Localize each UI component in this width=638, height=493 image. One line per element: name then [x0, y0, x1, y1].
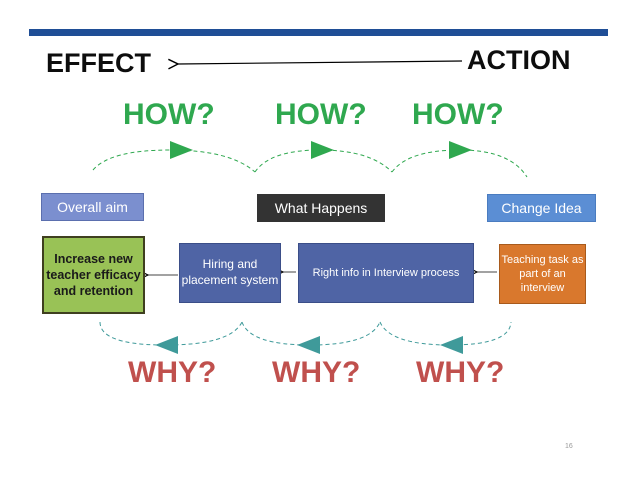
why-label-1: WHY?: [128, 356, 217, 389]
teaching-task-box: Teaching task as part of an interview: [499, 244, 586, 304]
effect-label: EFFECT: [46, 48, 151, 78]
how-label-2: HOW?: [275, 98, 367, 131]
tag-what-happens: What Happens: [257, 194, 385, 222]
why-arrowhead-2: [297, 336, 320, 354]
how-arcs: [92, 149, 528, 178]
top-accent-bar: [29, 29, 608, 36]
action-label: ACTION: [467, 45, 571, 75]
tag-change-idea: Change Idea: [487, 194, 596, 222]
page-number: 16: [565, 443, 573, 450]
how-arrowhead-1: [170, 141, 193, 159]
hiring-box: Hiring and placement system: [179, 243, 281, 303]
goal-box: Increase new teacher efficacy and retent…: [42, 236, 145, 314]
why-arrowhead-1: [155, 336, 178, 354]
why-label-2: WHY?: [272, 356, 361, 389]
action-to-effect-arrow: [178, 61, 463, 64]
why-arrowheads: [155, 336, 463, 354]
why-label-3: WHY?: [416, 356, 505, 389]
how-arrowhead-2: [311, 141, 334, 159]
box-connectors: [148, 272, 497, 275]
how-label-3: HOW?: [412, 98, 504, 131]
tag-overall-aim: Overall aim: [41, 193, 144, 221]
how-arrowhead-3: [449, 141, 472, 159]
how-arrowheads: [170, 141, 472, 159]
right-info-box: Right info in Interview process: [298, 243, 474, 303]
how-label-1: HOW?: [123, 98, 215, 131]
why-arrowhead-3: [440, 336, 463, 354]
